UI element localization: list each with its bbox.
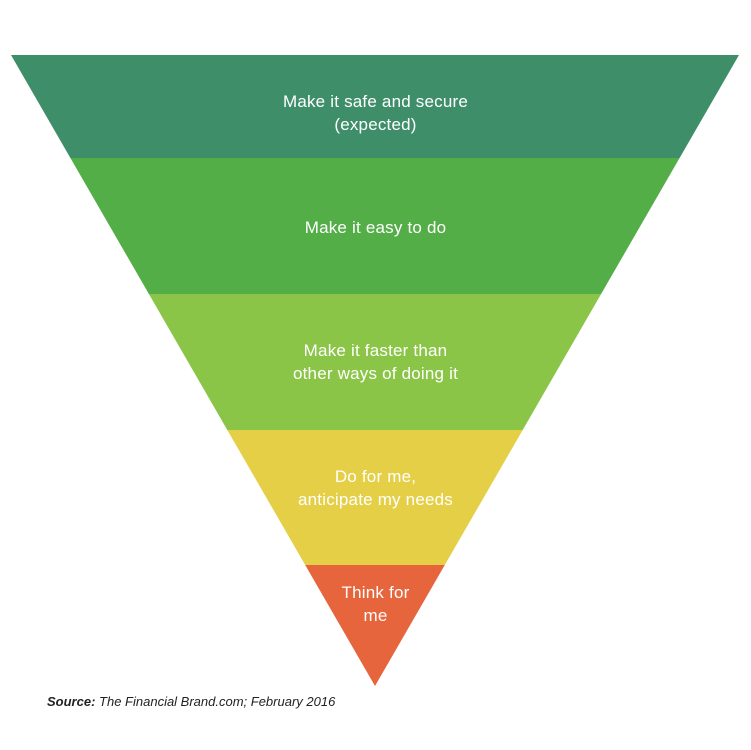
tier-2-label-line-1: Make it easy to do (304, 218, 447, 237)
funnel-tier-5 (305, 565, 445, 686)
tier-1-label-line-2: (expected) (334, 115, 417, 134)
source-label: Source: (47, 694, 96, 709)
tier-3-label: Make it faster than other ways of doing … (0, 339, 751, 385)
funnel-tier-1 (11, 55, 739, 158)
funnel-tier-3 (148, 294, 602, 430)
tier-5-label-line-1: Think for (341, 583, 410, 602)
tier-3-label-line-2: other ways of doing it (292, 364, 459, 383)
tier-1-label-line-1: Make it safe and secure (282, 92, 469, 111)
tier-5-label-line-2: me (363, 606, 388, 625)
tier-4-label-line-1: Do for me, (334, 467, 417, 486)
tier-4-label-line-2: anticipate my needs (298, 490, 453, 509)
tier-3-label-line-1: Make it faster than (303, 341, 448, 360)
source-text: The Financial Brand.com; February 2016 (99, 694, 336, 709)
tier-4-label: Do for me, anticipate my needs (0, 465, 751, 511)
tier-2-label: Make it easy to do (0, 216, 751, 239)
tier-1-label: Make it safe and secure (expected) (0, 90, 751, 136)
tier-5-label: Think for me (0, 581, 751, 627)
source-caption: Source: The Financial Brand.com; Februar… (47, 694, 335, 709)
funnel-tier-4 (227, 430, 523, 565)
funnel-tier-2 (70, 158, 680, 294)
